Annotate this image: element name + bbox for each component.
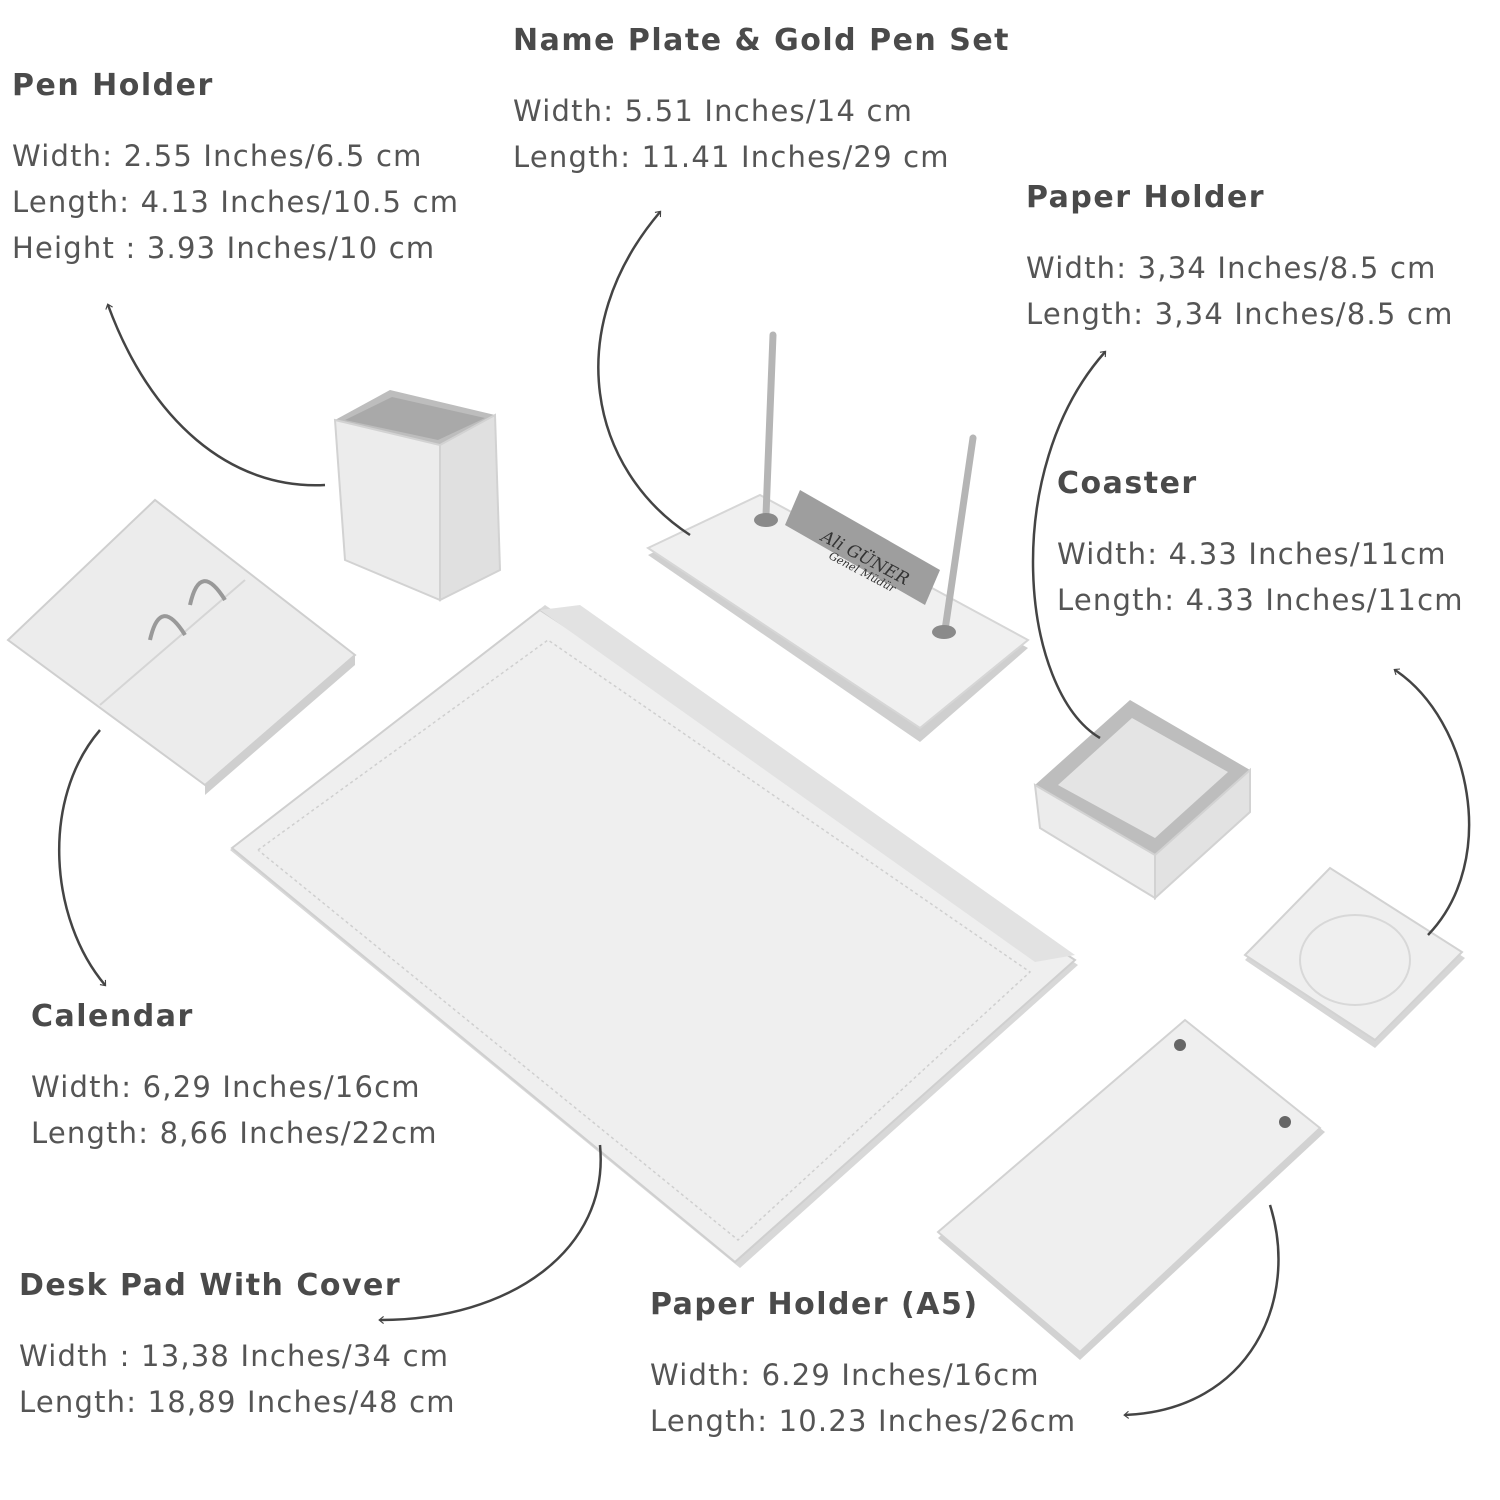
paper-holder-width: Width: 3,34 Inches/8.5 cm	[1026, 251, 1437, 285]
name-plate-length: Length: 11.41 Inches/29 cm	[513, 140, 950, 174]
name-plate-title: Name Plate & Gold Pen Set	[513, 23, 1011, 58]
paper-holder-a5-width: Width: 6.29 Inches/16cm	[650, 1358, 1040, 1392]
pen-holder-width: Width: 2.55 Inches/6.5 cm	[12, 139, 423, 173]
coaster-width: Width: 4.33 Inches/11cm	[1057, 537, 1447, 571]
desk-pad-width: Width : 13,38 Inches/34 cm	[19, 1339, 450, 1373]
coaster-title: Coaster	[1057, 466, 1198, 501]
desk-pad-length: Length: 18,89 Inches/48 cm	[19, 1385, 456, 1419]
paper-holder-a5-length: Length: 10.23 Inches/26cm	[650, 1404, 1077, 1438]
name-plate-width: Width: 5.51 Inches/14 cm	[513, 94, 914, 128]
calendar-width: Width: 6,29 Inches/16cm	[31, 1070, 421, 1104]
desk-pad-title: Desk Pad With Cover	[19, 1268, 402, 1303]
paper-holder-a5-image	[936, 1018, 1325, 1360]
callout-arrows	[58, 210, 1471, 1419]
paper-holder-a5-label: Paper Holder (A5) Width: 6.29 Inches/16c…	[650, 1287, 1076, 1444]
desk-pad-label: Desk Pad With Cover Width : 13,38 Inches…	[19, 1268, 456, 1425]
calendar-title: Calendar	[31, 999, 194, 1034]
desk-pad-image	[230, 605, 1078, 1268]
paper-holder-image	[1033, 700, 1251, 901]
pen-holder-height: Height : 3.93 Inches/10 cm	[12, 231, 436, 265]
calendar-label: Calendar Width: 6,29 Inches/16cm Length:…	[31, 999, 438, 1156]
pen-holder-title: Pen Holder	[12, 68, 214, 103]
paper-holder-a5-title: Paper Holder (A5)	[650, 1287, 979, 1322]
pen-holder-label: Pen Holder Width: 2.55 Inches/6.5 cm Len…	[12, 68, 459, 271]
paper-holder-length: Length: 3,34 Inches/8.5 cm	[1026, 297, 1454, 331]
coaster-length: Length: 4.33 Inches/11cm	[1057, 583, 1464, 617]
paper-holder-title: Paper Holder	[1026, 180, 1266, 215]
name-plate-label: Name Plate & Gold Pen Set Width: 5.51 In…	[513, 23, 1010, 180]
calendar-image	[6, 498, 357, 795]
paper-holder-label: Paper Holder Width: 3,34 Inches/8.5 cm L…	[1026, 180, 1454, 337]
pen-holder-length: Length: 4.13 Inches/10.5 cm	[12, 185, 460, 219]
pen-holder-image	[333, 390, 502, 602]
coaster-label: Coaster Width: 4.33 Inches/11cm Length: …	[1057, 466, 1464, 623]
name-plate-image: Ali GÜNER Genel Müdür	[645, 331, 1030, 742]
calendar-length: Length: 8,66 Inches/22cm	[31, 1116, 438, 1150]
coaster-image	[1243, 866, 1465, 1048]
